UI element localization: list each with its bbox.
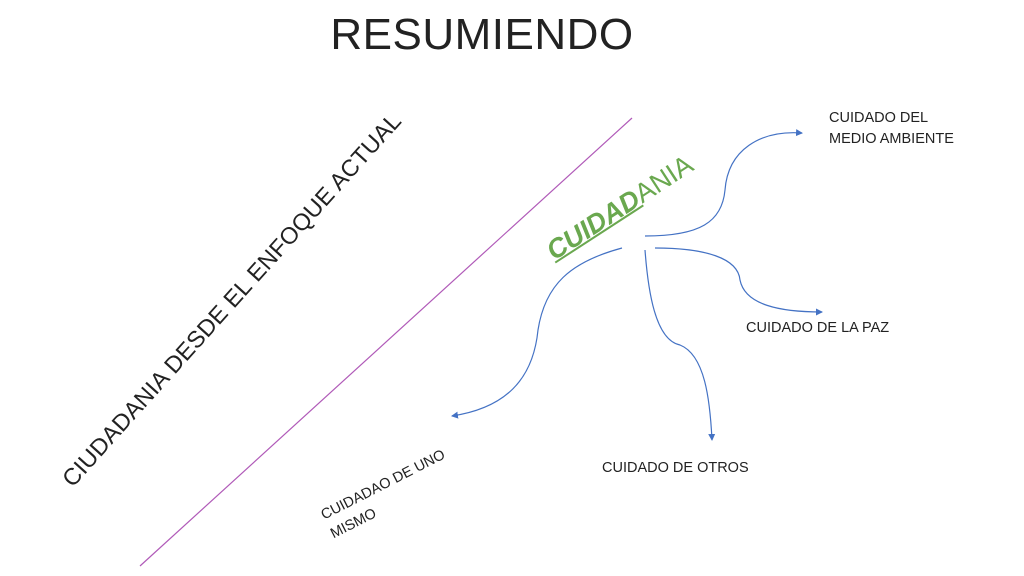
arrow-to-uno-mismo [451, 247, 623, 419]
arrow-to-paz [654, 247, 823, 316]
arrow-to-medio-ambiente [644, 129, 803, 237]
node-paz: CUIDADO DE LA PAZ [746, 320, 890, 336]
node-otros: CUIDADO DE OTROS [602, 460, 749, 476]
slide-title: RESUMIENDO [330, 10, 634, 59]
arrow-to-otros [644, 249, 716, 441]
node-medio-ambiente: CUIDADO DEL MEDIO AMBIENTE [829, 110, 954, 147]
divider-line [139, 117, 633, 567]
